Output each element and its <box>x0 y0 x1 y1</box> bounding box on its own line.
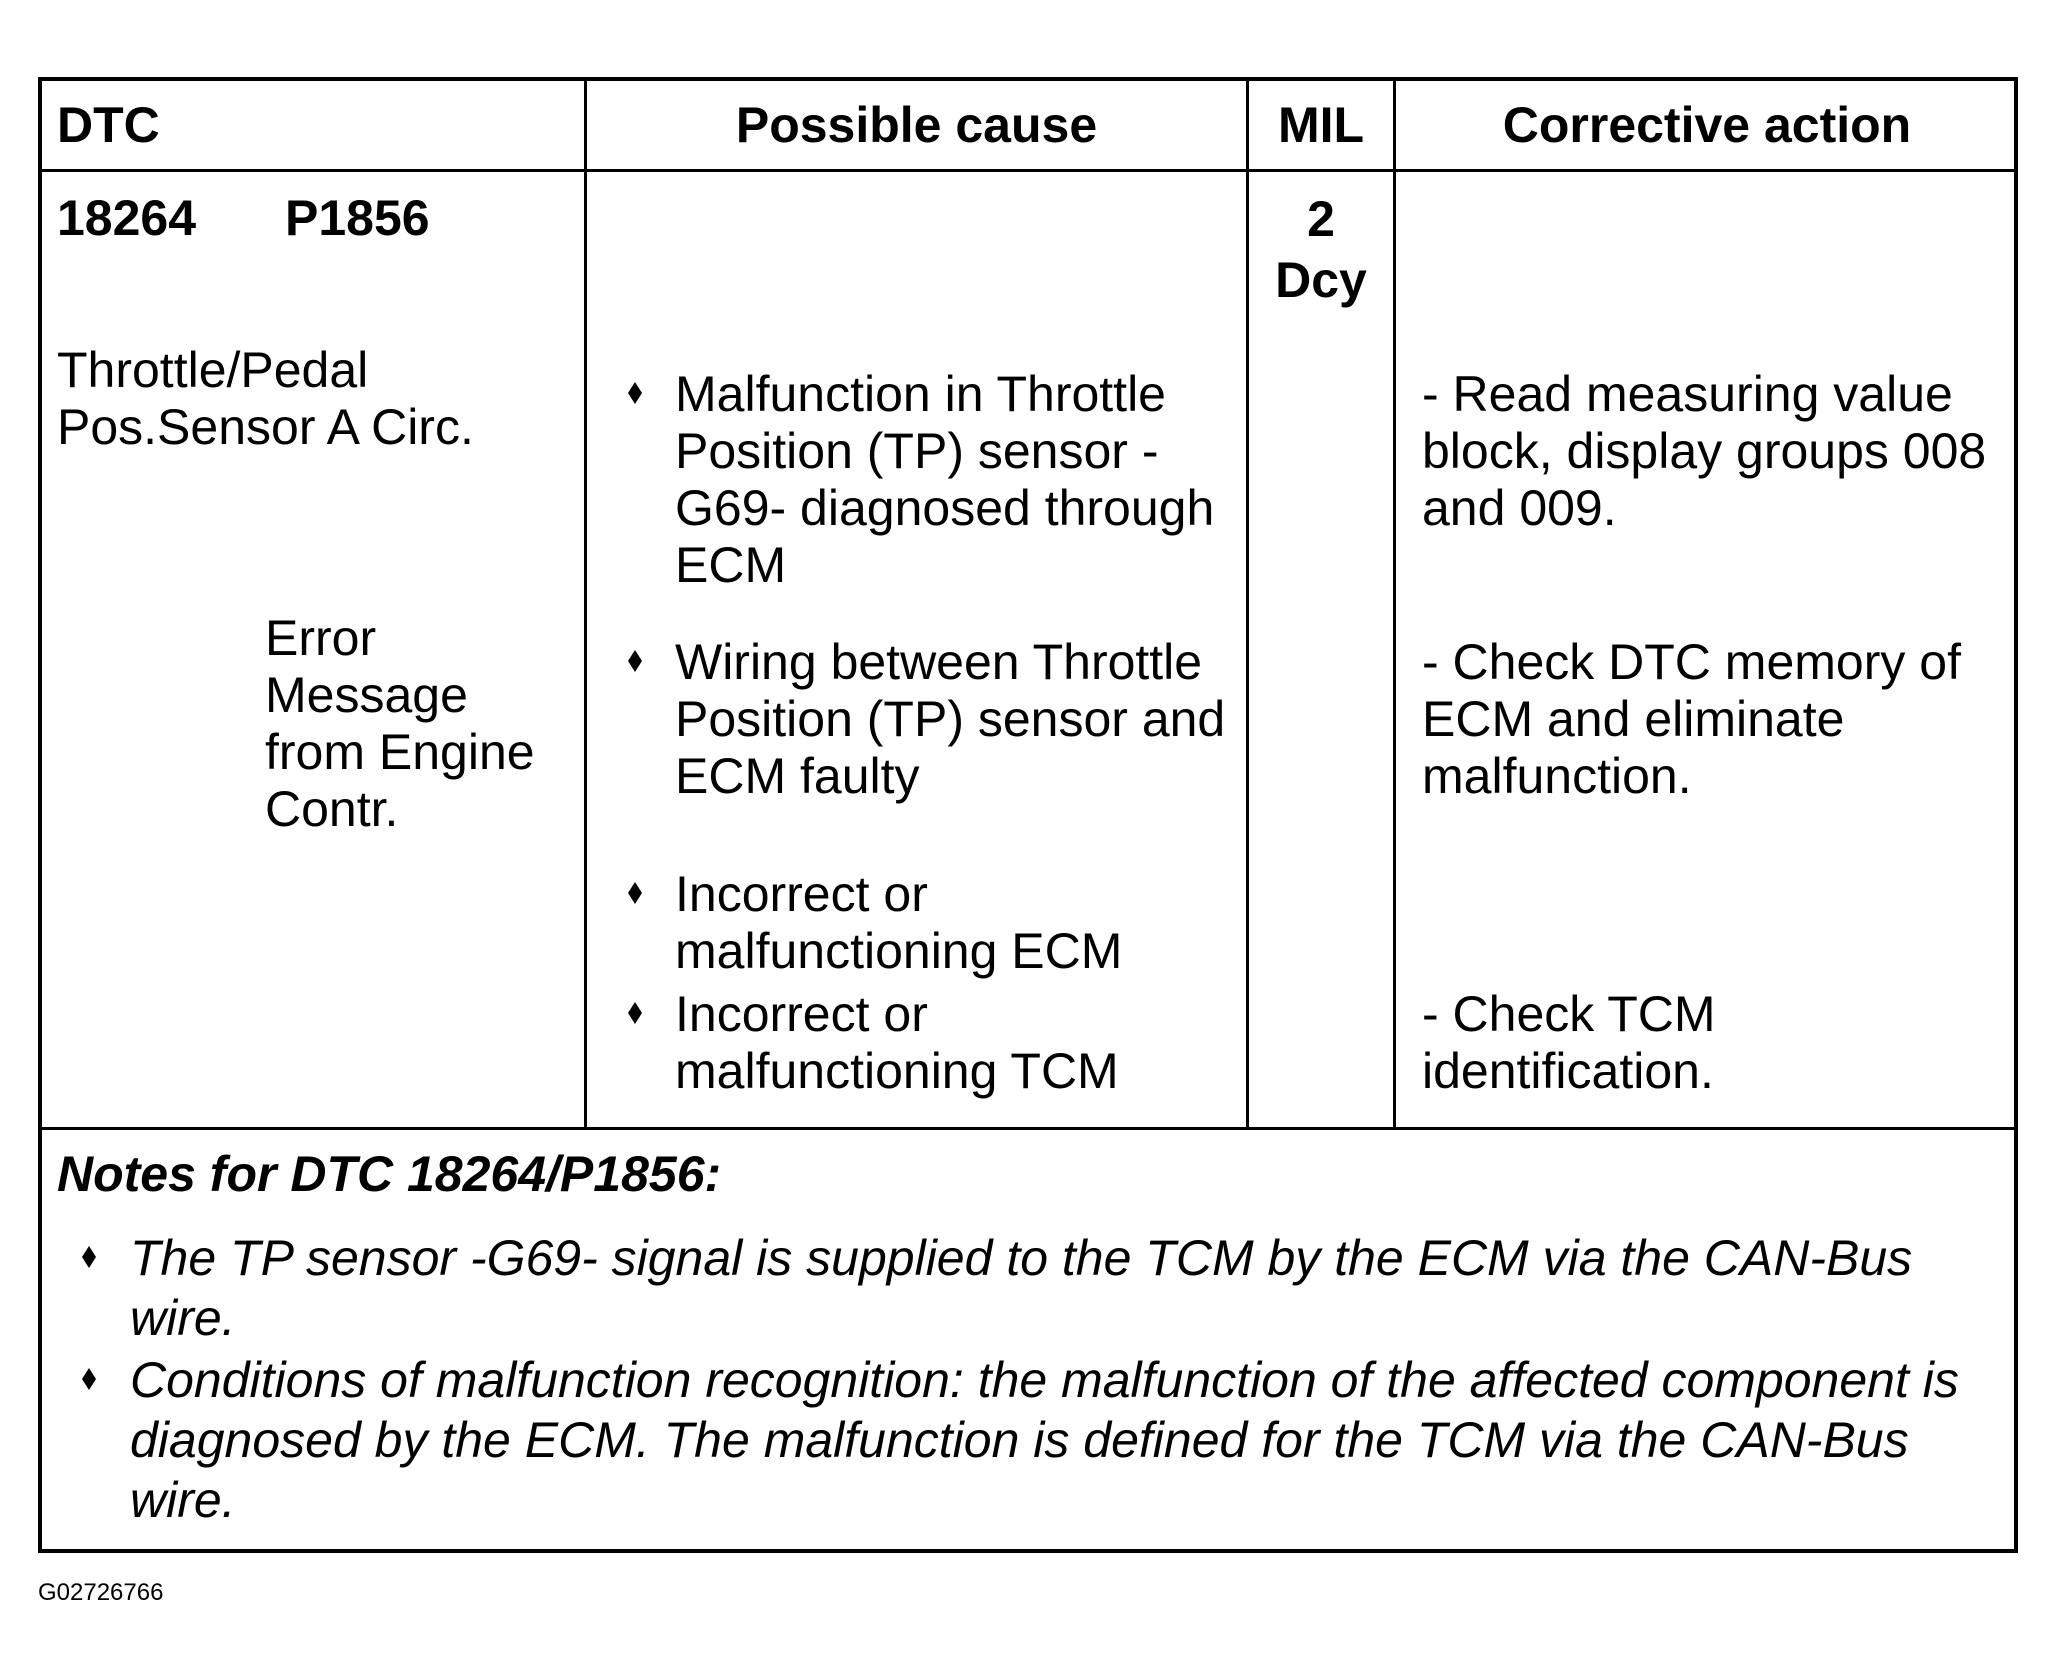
action-line: block, display groups 008 <box>1422 423 1987 479</box>
header-divider <box>38 169 2018 172</box>
header-possible-cause: Possible cause <box>735 97 1098 153</box>
action-line: and 009. <box>1422 480 1617 536</box>
figure-id: G02726766 <box>38 1579 164 1606</box>
dtc-sub-description-line: Message <box>265 667 468 723</box>
notes-title: Notes for DTC 18264/P1856: <box>57 1146 722 1202</box>
note-line: The TP sensor -G69- signal is supplied t… <box>130 1230 1913 1286</box>
dtc-sub-description-line: Error <box>265 610 377 666</box>
dtc-sub-description-line: Contr. <box>265 781 399 837</box>
cause-line: Malfunction in Throttle <box>675 366 1166 422</box>
action-line: malfunction. <box>1422 748 1692 804</box>
header-corrective-action: Corrective action <box>1502 97 1912 153</box>
note-line: wire. <box>130 1290 236 1346</box>
column-divider-2 <box>1246 77 1249 1129</box>
dtc-sub-description-line: from Engine <box>265 724 535 780</box>
action-line: - Check TCM <box>1422 986 1716 1042</box>
cause-line: Wiring between Throttle <box>675 634 1203 690</box>
diamond-bullet-icon <box>628 650 642 672</box>
cause-line: malfunctioning ECM <box>675 923 1123 979</box>
action-line: identification. <box>1422 1043 1714 1099</box>
note-line: wire. <box>130 1472 236 1528</box>
cause-line: Position (TP) sensor - <box>675 423 1159 479</box>
dtc-table <box>38 77 2018 1553</box>
cause-line: malfunctioning TCM <box>675 1043 1119 1099</box>
cause-line: Incorrect or <box>675 866 928 922</box>
cause-line: Incorrect or <box>675 986 928 1042</box>
dtc-description-line: Pos.Sensor A Circ. <box>57 399 474 455</box>
cause-line: ECM <box>675 537 787 593</box>
column-divider-3 <box>1393 77 1396 1129</box>
mil-value-line: 2 <box>1307 191 1335 247</box>
action-line: - Read measuring value <box>1422 366 1953 422</box>
header-mil: MIL <box>1277 97 1365 153</box>
cause-line: Position (TP) sensor and <box>675 691 1226 747</box>
action-line: ECM and eliminate <box>1422 691 1845 747</box>
column-divider-1 <box>584 77 587 1129</box>
header-dtc: DTC <box>57 97 160 153</box>
diamond-bullet-icon <box>628 1002 642 1024</box>
diamond-bullet-icon <box>628 382 642 404</box>
obd-code: P1856 <box>285 190 430 246</box>
diamond-bullet-icon <box>82 1368 96 1390</box>
cause-line: G69- diagnosed through <box>675 480 1215 536</box>
note-line: diagnosed by the ECM. The malfunction is… <box>130 1412 1909 1468</box>
mil-value-line: Dcy <box>1275 252 1367 308</box>
diamond-bullet-icon <box>82 1246 96 1268</box>
action-line: - Check DTC memory of <box>1422 634 1961 690</box>
note-line: Conditions of malfunction recognition: t… <box>130 1352 1959 1408</box>
cause-line: ECM faulty <box>675 748 920 804</box>
dtc-description-line: Throttle/Pedal <box>57 342 369 398</box>
notes-divider <box>38 1127 2018 1130</box>
diamond-bullet-icon <box>628 882 642 904</box>
dtc-code: 18264 <box>57 190 197 246</box>
